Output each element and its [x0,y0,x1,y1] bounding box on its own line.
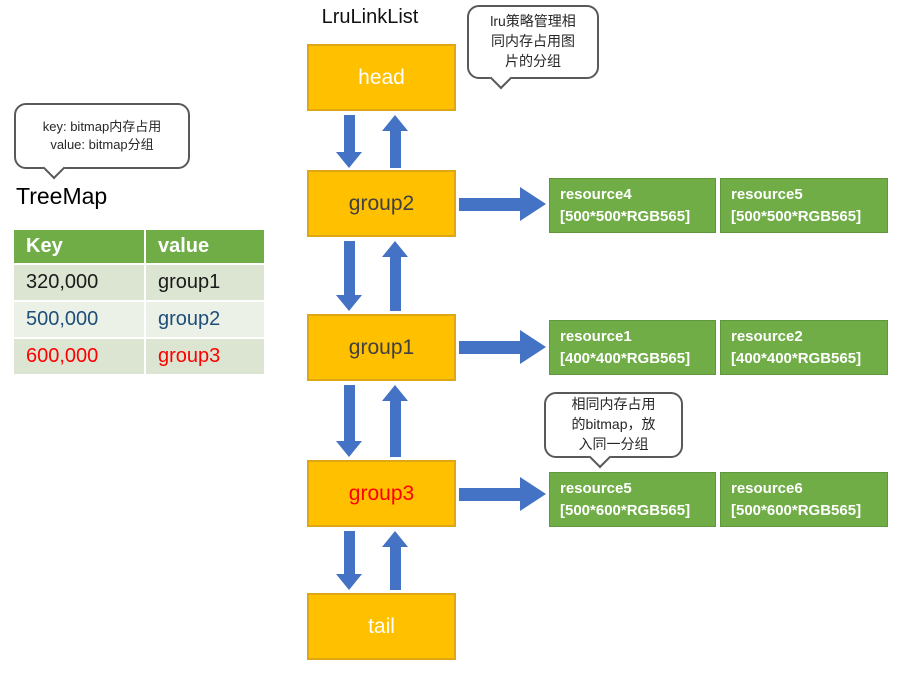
up-arrow-icon [382,385,408,457]
resource-name: resource5 [731,185,803,203]
table-row: 320,000 group1 [14,265,264,300]
resource-spec: [500*600*RGB565] [731,501,862,519]
resource-spec: [400*400*RGB565] [560,349,691,367]
table-header-value: value [146,230,264,263]
right-arrow-icon [459,477,546,511]
resource-box: resource5 [500*500*RGB565] [720,178,888,233]
treemap-table: Key value 320,000 group1 500,000 group2 … [12,228,266,376]
right-arrow-icon [459,187,546,221]
down-arrow-icon [336,115,362,168]
resource-name: resource6 [731,479,803,497]
resource-box: resource2 [400*400*RGB565] [720,320,888,375]
resource-name: resource5 [560,479,632,497]
table-cell-value: group2 [146,302,264,337]
callout-lru-line1: lru策略管理相 [490,13,576,30]
table-cell-key: 600,000 [14,339,144,374]
callout-same-memory: 相同内存占用 的bitmap，放 入同一分组 [544,392,683,469]
up-arrow-icon [382,531,408,590]
resource-spec: [500*600*RGB565] [560,501,691,519]
callout-treemap-keyvalue: key: bitmap内存占用 value: bitmap分组 [14,103,190,180]
resource-spec: [500*500*RGB565] [731,207,862,225]
right-arrow-icon [459,330,546,364]
table-cell-key: 320,000 [14,265,144,300]
lrulinklist-title: LruLinkList [321,6,419,28]
node-group1: group1 [307,314,456,381]
callout-tail [42,156,66,180]
callout-lru-strategy: lru策略管理相 同内存占用图 片的分组 [467,5,599,90]
resource-name: resource2 [731,327,803,345]
treemap-label: TreeMap [16,183,108,209]
resource-box: resource1 [400*400*RGB565] [549,320,716,375]
node-head: head [307,44,456,111]
resource-spec: [400*400*RGB565] [731,349,862,367]
callout-lru-line2: 同内存占用图 [491,33,575,50]
callout-same-line3: 入同一分组 [578,435,649,452]
callout-lru-line3: 片的分组 [505,52,561,69]
node-tail: tail [307,593,456,660]
callout-treemap-line1: key: bitmap内存占用 [42,118,162,134]
up-arrow-icon [382,115,408,168]
down-arrow-icon [336,531,362,590]
resource-name: resource1 [560,327,632,345]
down-arrow-icon [336,385,362,457]
callout-same-line2: 的bitmap，放 [571,416,656,433]
resource-box: resource5 [500*600*RGB565] [549,472,716,527]
resource-box: resource6 [500*600*RGB565] [720,472,888,527]
table-row: 500,000 group2 [14,302,264,337]
table-header-row: Key value [14,230,264,263]
table-cell-value: group1 [146,265,264,300]
table-cell-value: group3 [146,339,264,374]
resource-box: resource4 [500*500*RGB565] [549,178,716,233]
callout-same-line1: 相同内存占用 [571,396,656,413]
callout-treemap-line2: value: bitmap分组 [50,137,154,152]
resource-name: resource4 [560,185,632,203]
table-row: 600,000 group3 [14,339,264,374]
node-group3: group3 [307,460,456,527]
resource-spec: [500*500*RGB565] [560,207,691,225]
node-group2: group2 [307,170,456,237]
table-cell-key: 500,000 [14,302,144,337]
up-arrow-icon [382,241,408,311]
table-header-key: Key [14,230,144,263]
down-arrow-icon [336,241,362,311]
